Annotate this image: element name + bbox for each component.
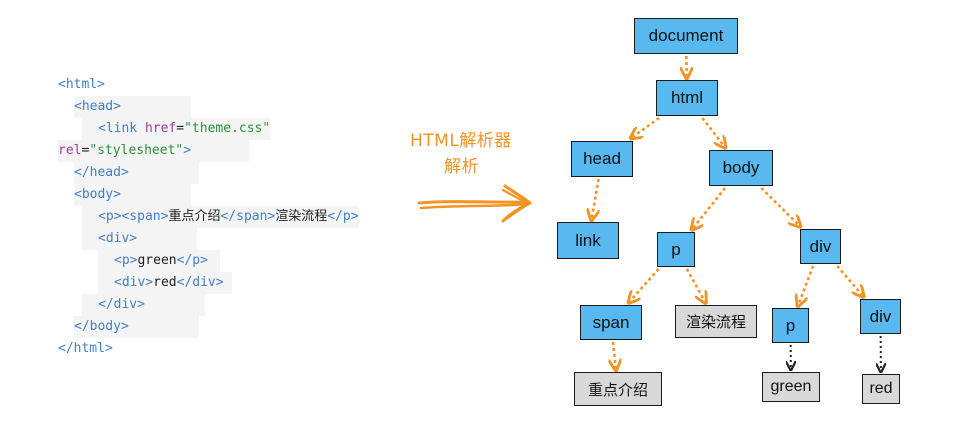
node-span: span [580,305,642,340]
edge-span-to-text_span [613,341,616,368]
edge-html-to-head [633,116,660,137]
code-token: <p><span> [98,209,169,224]
code-token: > [183,143,192,158]
code-token: </div> [176,275,224,290]
code-token: green [137,253,177,268]
code-line: <p>green</p> [98,250,220,272]
node-link: link [557,222,619,259]
node-html: html [656,80,718,116]
node-p: p [772,308,809,343]
code-token: red [153,275,177,290]
code-token: </body> [74,319,129,334]
edge-div1-to-div2 [836,265,862,295]
code-line: <div> [82,228,198,250]
code-token: "theme.css" [184,121,271,136]
parser-title: HTML解析器 [410,131,512,151]
code-token: "stylesheet" [89,143,184,158]
edge-p1-to-text1 [685,268,705,301]
node-div: div [800,229,841,264]
text-node-highlight: 重点介绍 [574,372,662,406]
edge-body-to-div1 [760,187,798,225]
code-line: <p><span>重点介绍</span>渲染流程</p> [82,206,359,228]
code-line: <body> [74,184,191,206]
code-line: rel="stylesheet"> [58,140,250,162]
code-token: = [176,121,185,136]
node-document: document [634,18,738,54]
code-token: 重点介绍 [168,209,221,224]
edge-body-to-p1 [693,187,727,228]
code-line: <html> [58,74,105,96]
text-node-green: green [762,372,820,402]
code-token: = [81,143,90,158]
edge-p1-to-span [630,268,660,301]
code-token: href [144,121,177,136]
code-line: </div> [82,294,205,316]
code-token: </p> [327,209,359,224]
code-token: <p> [114,253,138,268]
code-line: <head> [74,96,191,118]
code-token: 渲染流程 [275,209,328,224]
code-line: </html> [58,338,113,360]
code-token: </head> [74,165,129,180]
text-node-render-flow: 渲染流程 [675,305,757,338]
code-line: </head> [74,162,199,184]
code-token: </html> [58,341,113,356]
code-token: <head> [74,99,121,114]
code-line: <link href="theme.css" [82,118,271,140]
edge-div1-to-p2 [799,265,815,304]
parser-arrow-icon [417,184,532,223]
node-body: body [709,150,773,186]
code-token: <html> [58,77,105,92]
text-node-red: red [862,374,900,404]
code-line: <div>red</div> [98,272,232,294]
code-token: rel [58,143,82,158]
code-token: <link [98,121,145,136]
code-line: </body> [74,316,199,338]
code-token: </p> [176,253,208,268]
node-p: p [657,232,695,267]
code-token: </div> [98,297,145,312]
code-token: <body> [74,187,121,202]
edge-head-to-link [592,178,600,218]
edge-html-to-body [701,117,724,146]
code-token: </span> [220,209,276,224]
node-div: div [860,299,901,334]
code-token: <div> [114,275,154,290]
code-token: <div> [98,231,138,246]
node-head: head [571,141,633,177]
parser-subtitle: 解析 [444,157,479,177]
